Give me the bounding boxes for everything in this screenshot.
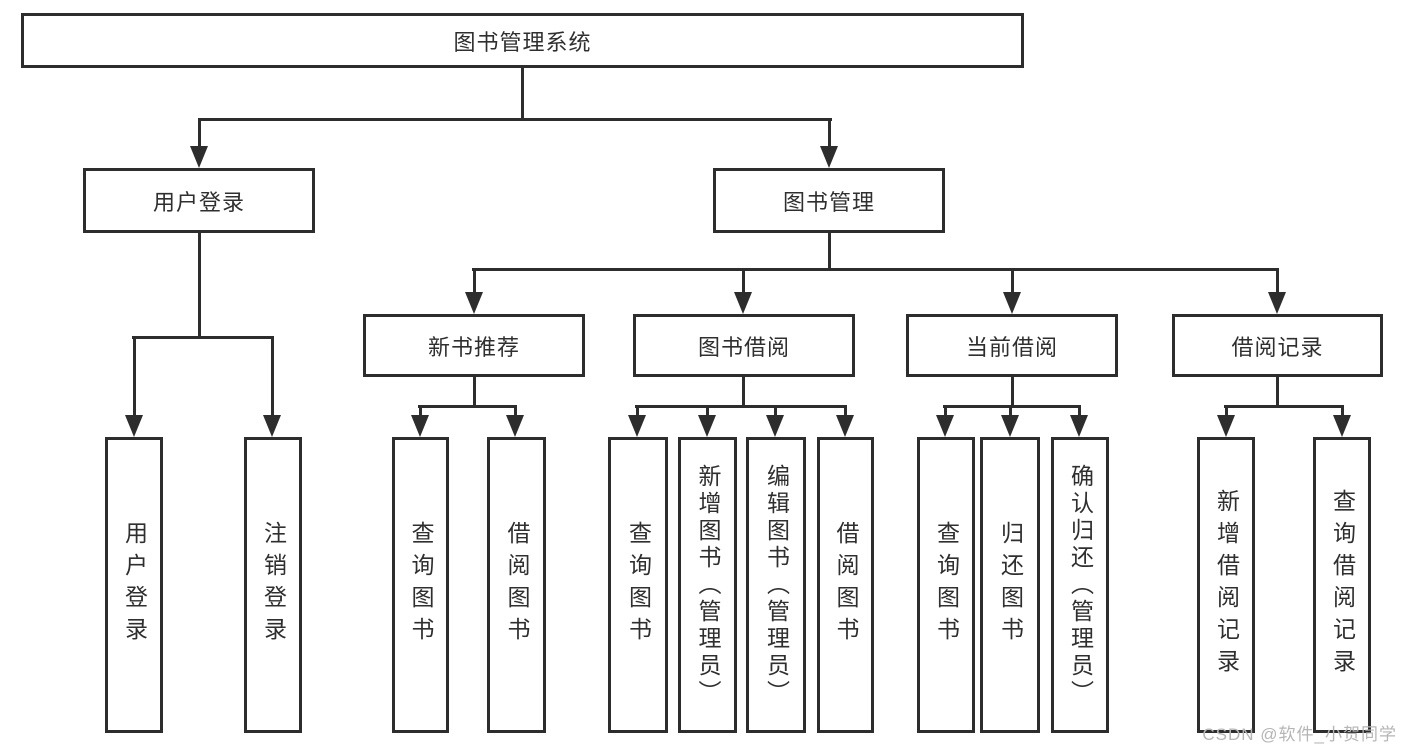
connector-leaf-userlogin-stem (133, 336, 136, 417)
leaf-add-borrow-record: 新增借阅记录 (1197, 437, 1255, 733)
arrow-to-borrow-books-recommend (506, 415, 524, 437)
stem-query-books-recommend (419, 405, 422, 417)
leaf-borrow-books-recommend: 借阅图书 (487, 437, 546, 733)
leaf-query-borrow-record-label: 查询借阅记录 (1329, 489, 1356, 681)
node-book-management: 图书管理 (713, 168, 945, 233)
arrow-to-borrow-books-borrowing (836, 415, 854, 437)
arrow-to-book-management (820, 146, 838, 168)
connector-currentborrow-down (1011, 377, 1014, 405)
leaf-query-books-borrowing-label: 查询图书 (625, 521, 652, 649)
connector-userlogin-down (198, 233, 201, 336)
node-borrowing-records: 借阅记录 (1172, 314, 1383, 377)
leaf-add-books-admin-label: 新增图书（管理员） (695, 463, 721, 707)
arrow-to-new-book-recommend (465, 292, 483, 314)
connector-root-hbar (198, 118, 832, 121)
arrow-to-add-borrow-record (1217, 415, 1235, 437)
leaf-logout: 注销登录 (244, 437, 302, 733)
leaf-confirm-return-admin: 确认归还（管理员） (1051, 437, 1109, 733)
arrow-to-edit-books-admin (766, 415, 784, 437)
leaf-query-books-borrowing: 查询图书 (608, 437, 668, 733)
connector-bookmgmt-stem (828, 118, 831, 150)
connector-borrowrecord-stem (1276, 268, 1279, 294)
leaf-return-books-label: 归还图书 (997, 521, 1024, 649)
stem-query-books-current (944, 405, 947, 417)
stem-add-borrow-record (1225, 405, 1228, 417)
node-borrowing-records-label: 借阅记录 (1231, 334, 1324, 360)
arrow-to-return-books (1001, 415, 1019, 437)
leaf-query-books-recommend: 查询图书 (392, 437, 449, 733)
arrow-to-query-borrow-record (1333, 415, 1351, 437)
node-new-book-recommend-label: 新书推荐 (427, 334, 520, 360)
stem-borrow-books-borrowing (844, 405, 847, 417)
stem-borrow-books-recommend (514, 405, 517, 417)
leaf-borrow-books-recommend-label: 借阅图书 (504, 521, 530, 649)
connector-leaf-logout-stem (271, 336, 274, 417)
arrow-to-user-login (190, 146, 208, 168)
arrow-to-leaf-user-login (125, 415, 143, 437)
stem-edit-books-admin (774, 405, 777, 417)
stem-query-books-borrowing (636, 405, 639, 417)
leaf-query-books-current-label: 查询图书 (933, 521, 960, 649)
arrow-to-current-borrowing (1003, 292, 1021, 314)
leaf-borrow-books-borrowing-label: 借阅图书 (833, 521, 859, 649)
connector-bookmgmt-down (828, 233, 831, 268)
arrow-to-borrowing-records (1268, 292, 1286, 314)
connector-root-stem (521, 68, 524, 118)
arrow-to-query-books-current (936, 415, 954, 437)
leaf-return-books: 归还图书 (980, 437, 1040, 733)
connector-newbook-hbar (418, 405, 517, 408)
node-book-borrowing-label: 图书借阅 (697, 334, 790, 360)
arrow-to-book-borrowing (734, 292, 752, 314)
leaf-edit-books-admin: 编辑图书（管理员） (746, 437, 806, 733)
node-root-label: 图书管理系统 (453, 29, 592, 55)
arrow-to-leaf-logout (263, 415, 281, 437)
connector-currentborrow-hbar (943, 405, 1081, 408)
arrow-to-query-books-recommend (411, 415, 429, 437)
connector-bookborrow-hbar (635, 405, 847, 408)
leaf-query-books-current: 查询图书 (917, 437, 975, 733)
node-current-borrowing: 当前借阅 (906, 314, 1118, 377)
stem-confirm-return-admin (1078, 405, 1081, 417)
connector-currentborrow-stem (1011, 268, 1014, 294)
node-book-borrowing: 图书借阅 (633, 314, 855, 377)
arrow-to-add-books-admin (698, 415, 716, 437)
node-new-book-recommend: 新书推荐 (363, 314, 585, 377)
leaf-add-books-admin: 新增图书（管理员） (678, 437, 737, 733)
leaf-add-borrow-record-label: 新增借阅记录 (1213, 489, 1240, 681)
node-user-login-label: 用户登录 (152, 189, 245, 215)
leaf-borrow-books-borrowing: 借阅图书 (817, 437, 874, 733)
arrow-to-confirm-return-admin (1070, 415, 1088, 437)
connector-newbook-stem (473, 268, 476, 294)
leaf-query-borrow-record: 查询借阅记录 (1313, 437, 1371, 733)
stem-return-books (1009, 405, 1012, 417)
node-book-management-label: 图书管理 (782, 189, 875, 215)
leaf-query-books-recommend-label: 查询图书 (408, 521, 434, 649)
csdn-watermark: CSDN @软件_小贺同学 (1202, 725, 1397, 744)
connector-userlogin-stem (198, 118, 201, 150)
connector-bookborrow-stem (742, 268, 745, 294)
node-current-borrowing-label: 当前借阅 (965, 334, 1058, 360)
leaf-edit-books-admin-label: 编辑图书（管理员） (763, 463, 790, 707)
leaf-confirm-return-admin-label: 确认归还（管理员） (1067, 463, 1094, 707)
connector-newbook-down (473, 377, 476, 405)
connector-bookborrow-down (742, 377, 745, 405)
stem-query-borrow-record (1341, 405, 1344, 417)
node-user-login: 用户登录 (83, 168, 315, 233)
arrow-to-query-books-borrowing (628, 415, 646, 437)
leaf-logout-label: 注销登录 (260, 521, 287, 649)
connector-level3-hbar (472, 268, 1279, 271)
stem-add-books-admin (706, 405, 709, 417)
connector-borrowrecord-down (1276, 377, 1279, 405)
leaf-user-login-label: 用户登录 (121, 521, 148, 649)
connector-userlogin-hbar (132, 336, 273, 339)
connector-borrowrecord-hbar (1224, 405, 1344, 408)
node-root: 图书管理系统 (21, 13, 1024, 68)
leaf-user-login: 用户登录 (105, 437, 163, 733)
